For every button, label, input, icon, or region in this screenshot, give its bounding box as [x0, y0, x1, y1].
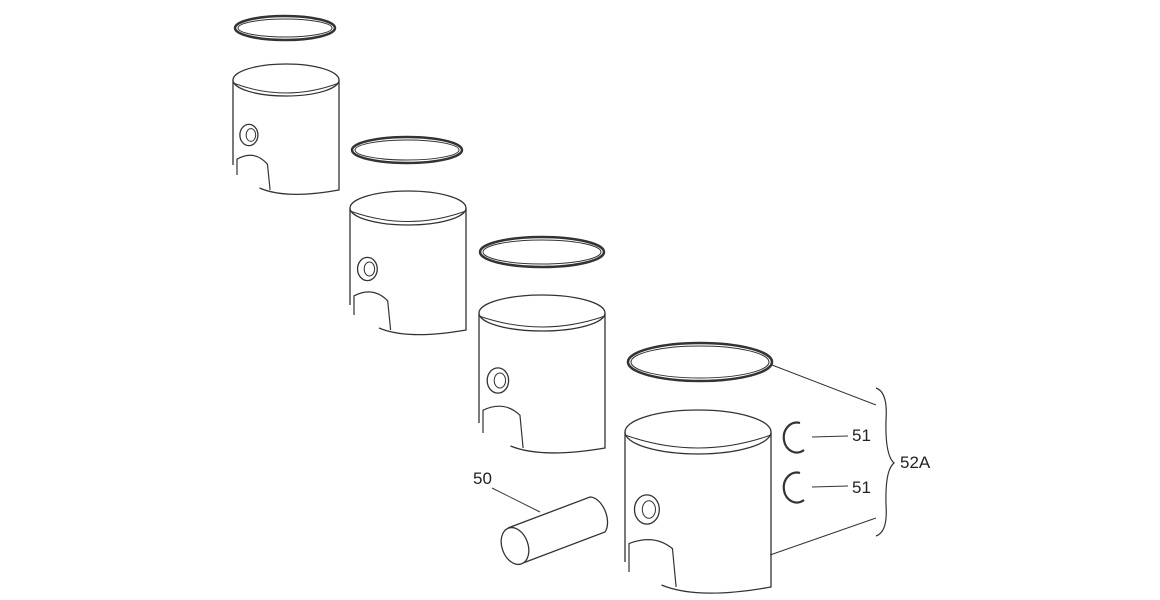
piston-3-pin-hole: [493, 372, 507, 389]
leader-50: [491, 487, 541, 513]
piston-1-ring: [233, 14, 337, 42]
piston-4-ring-groove: [624, 434, 772, 449]
piston-4-skirt-cutout: [628, 539, 677, 588]
piston-pin-end: [500, 526, 530, 566]
piston-1-skirt-cutout: [236, 154, 271, 191]
kit-bracket: [875, 387, 895, 537]
piston-3-crown: [478, 294, 606, 332]
piston-3-ring-inner: [482, 239, 602, 265]
piston-2-ring-inner: [354, 139, 460, 161]
piston-1-crown: [232, 63, 340, 97]
piston-1-ring-groove: [232, 82, 340, 94]
piston-2-ring: [350, 135, 464, 165]
piston-3-body: [478, 313, 606, 454]
callout-52a: 52A: [900, 453, 931, 472]
piston-4-ring-inner: [630, 345, 770, 379]
piston-2-pin-hole: [363, 261, 376, 277]
piston-3-ring: [478, 235, 606, 269]
leader-52a-piston: [769, 517, 877, 556]
piston-2-ring-groove: [349, 210, 467, 222]
piston-1-ring-inner: [237, 18, 333, 38]
piston-4-ring: [626, 341, 774, 383]
piston-4-crown: [624, 409, 772, 455]
leader-52a-ring: [771, 364, 877, 406]
callout-51-upper: 51: [852, 426, 871, 445]
piston-3-ring-groove: [478, 315, 606, 328]
leader-51-1: [811, 435, 849, 438]
circlip-1: [782, 421, 805, 454]
piston-4-body: [624, 432, 772, 594]
piston-1-body: [232, 80, 340, 195]
piston-2-crown: [349, 190, 467, 226]
callout-51-lower: 51: [852, 478, 871, 497]
leader-51-2: [811, 485, 849, 488]
piston-4-pin-hole: [641, 500, 656, 519]
callout-50: 50: [473, 469, 492, 488]
circlip-2: [782, 471, 805, 504]
piston-3-skirt-cutout: [482, 405, 524, 449]
piston-2-skirt-cutout: [353, 291, 392, 331]
piston-pin: [507, 496, 609, 564]
piston-1-pin-hole: [245, 128, 257, 142]
piston-2-body: [349, 208, 467, 336]
